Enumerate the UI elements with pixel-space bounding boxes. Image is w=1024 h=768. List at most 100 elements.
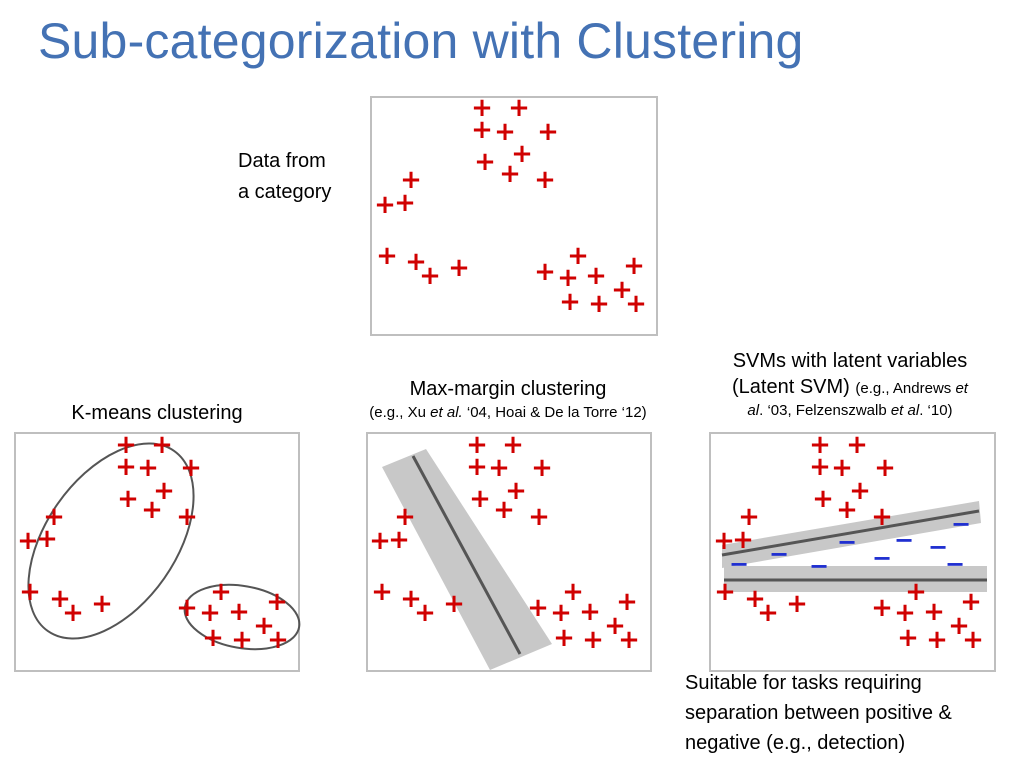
kmeans-scatter: +++++++++++++++++++++++++ — [17, 430, 301, 655]
negative-marker: − — [928, 533, 948, 561]
positive-marker: + — [374, 190, 396, 220]
positive-marker: + — [62, 598, 84, 628]
latent-ref-al: al — [747, 402, 760, 419]
positive-marker: + — [199, 598, 221, 628]
positive-marker: + — [905, 577, 927, 607]
data-label-line1: Data from — [238, 150, 326, 172]
data-label-line2: a category — [238, 181, 332, 203]
positive-marker: + — [732, 525, 754, 555]
positive-marker: + — [115, 452, 137, 482]
positive-marker: + — [625, 289, 647, 319]
latent-caption-main: (Latent SVM) — [732, 376, 856, 398]
positive-marker: + — [141, 495, 163, 525]
positive-marker: + — [616, 587, 638, 617]
positive-marker: + — [897, 623, 919, 653]
maxmargin-ref-post: ‘04, Hoai & De la Torre ‘12) — [462, 404, 647, 421]
positive-marker: + — [202, 623, 224, 653]
positive-marker: + — [534, 165, 556, 195]
positive-marker: + — [579, 597, 601, 627]
positive-marker: + — [585, 261, 607, 291]
positive-marker: + — [405, 247, 427, 277]
positive-marker: + — [786, 589, 808, 619]
latent-panel: +++++++++++++++++++++++++−−−−−−−−− — [709, 430, 996, 672]
footnote-line2: separation between positive & — [685, 702, 952, 724]
positive-marker: + — [474, 147, 496, 177]
positive-marker: + — [502, 430, 524, 460]
positive-marker: + — [528, 502, 550, 532]
positive-marker: + — [210, 577, 232, 607]
positive-marker: + — [809, 452, 831, 482]
latent-scatter: +++++++++++++++++++++++++−−−−−−−−− — [713, 430, 987, 655]
maxmargin-caption-text: Max-margin clustering — [409, 378, 607, 400]
positive-marker: + — [505, 476, 527, 506]
positive-marker: + — [115, 430, 137, 460]
footnote-line1: Suitable for tasks requiring — [685, 672, 922, 694]
positive-marker: + — [153, 476, 175, 506]
positive-marker: + — [253, 611, 275, 641]
positive-marker: + — [231, 625, 253, 655]
negative-marker: − — [769, 540, 789, 568]
positive-marker: + — [604, 611, 626, 641]
positive-marker: + — [562, 577, 584, 607]
latent-ref-etal2: et al — [890, 402, 920, 419]
positive-marker: + — [960, 587, 982, 617]
positive-marker: + — [559, 287, 581, 317]
positive-marker: + — [871, 502, 893, 532]
negative-marker: − — [729, 550, 749, 578]
positive-marker: + — [443, 589, 465, 619]
footnote-line3: negative (e.g., detection) — [685, 732, 906, 754]
positive-marker: + — [846, 430, 868, 460]
positive-marker: + — [394, 502, 416, 532]
positive-marker: + — [557, 263, 579, 293]
positive-marker: + — [948, 611, 970, 641]
positive-marker: + — [738, 502, 760, 532]
positive-marker: + — [831, 453, 853, 483]
positive-marker: + — [19, 577, 41, 607]
cluster-ellipse-2 — [183, 583, 301, 651]
positive-marker: + — [874, 453, 896, 483]
positive-marker: + — [493, 495, 515, 525]
positive-marker: + — [469, 484, 491, 514]
positive-marker: + — [17, 526, 39, 556]
positive-marker: + — [43, 502, 65, 532]
data-scatter: +++++++++++++++++++++++++ — [374, 93, 647, 319]
positive-marker: + — [849, 476, 871, 506]
positive-marker: + — [471, 93, 493, 123]
positive-marker: + — [926, 625, 948, 655]
positive-marker: + — [466, 452, 488, 482]
positive-marker: + — [499, 159, 521, 189]
positive-marker: + — [117, 484, 139, 514]
positive-marker: + — [713, 526, 735, 556]
negative-marker: − — [945, 550, 965, 578]
latent-ref-a: (e.g., Andrews — [855, 380, 956, 397]
positive-marker: + — [448, 253, 470, 283]
decision-boundary-1 — [721, 509, 980, 557]
positive-marker: + — [151, 430, 173, 460]
positive-marker: + — [176, 593, 198, 623]
positive-marker: + — [371, 577, 393, 607]
latent-caption: SVMs with latent variables (Latent SVM) … — [690, 348, 1010, 422]
slide-title: Sub-categorization with Clustering — [38, 13, 804, 69]
positive-marker: + — [871, 593, 893, 623]
positive-marker: + — [611, 275, 633, 305]
positive-marker: + — [836, 495, 858, 525]
positive-marker: + — [394, 188, 416, 218]
maxmargin-scatter: +++++++++++++++++++++++++ — [369, 430, 640, 670]
maxmargin-caption: Max-margin clustering (e.g., Xu et al. ‘… — [338, 376, 678, 424]
maxmargin-ref-pre: (e.g., Xu — [369, 404, 431, 421]
maxmargin-panel: +++++++++++++++++++++++++ — [366, 430, 652, 672]
latent-ref-c: . ‘10) — [919, 402, 953, 419]
positive-marker: + — [511, 139, 533, 169]
kmeans-caption-text: K-means clustering — [71, 402, 243, 424]
positive-marker: + — [809, 430, 831, 460]
positive-marker: + — [553, 623, 575, 653]
data-panel: +++++++++++++++++++++++++ — [370, 93, 658, 336]
positive-marker: + — [414, 598, 436, 628]
positive-marker: + — [923, 597, 945, 627]
positive-marker: + — [582, 625, 604, 655]
cluster-ellipse-1 — [27, 442, 195, 640]
maxmargin-ref-etal: et al. — [430, 404, 463, 421]
negative-marker: − — [837, 528, 857, 556]
positive-marker: + — [618, 625, 640, 655]
data-label: Data from a category — [238, 146, 331, 208]
